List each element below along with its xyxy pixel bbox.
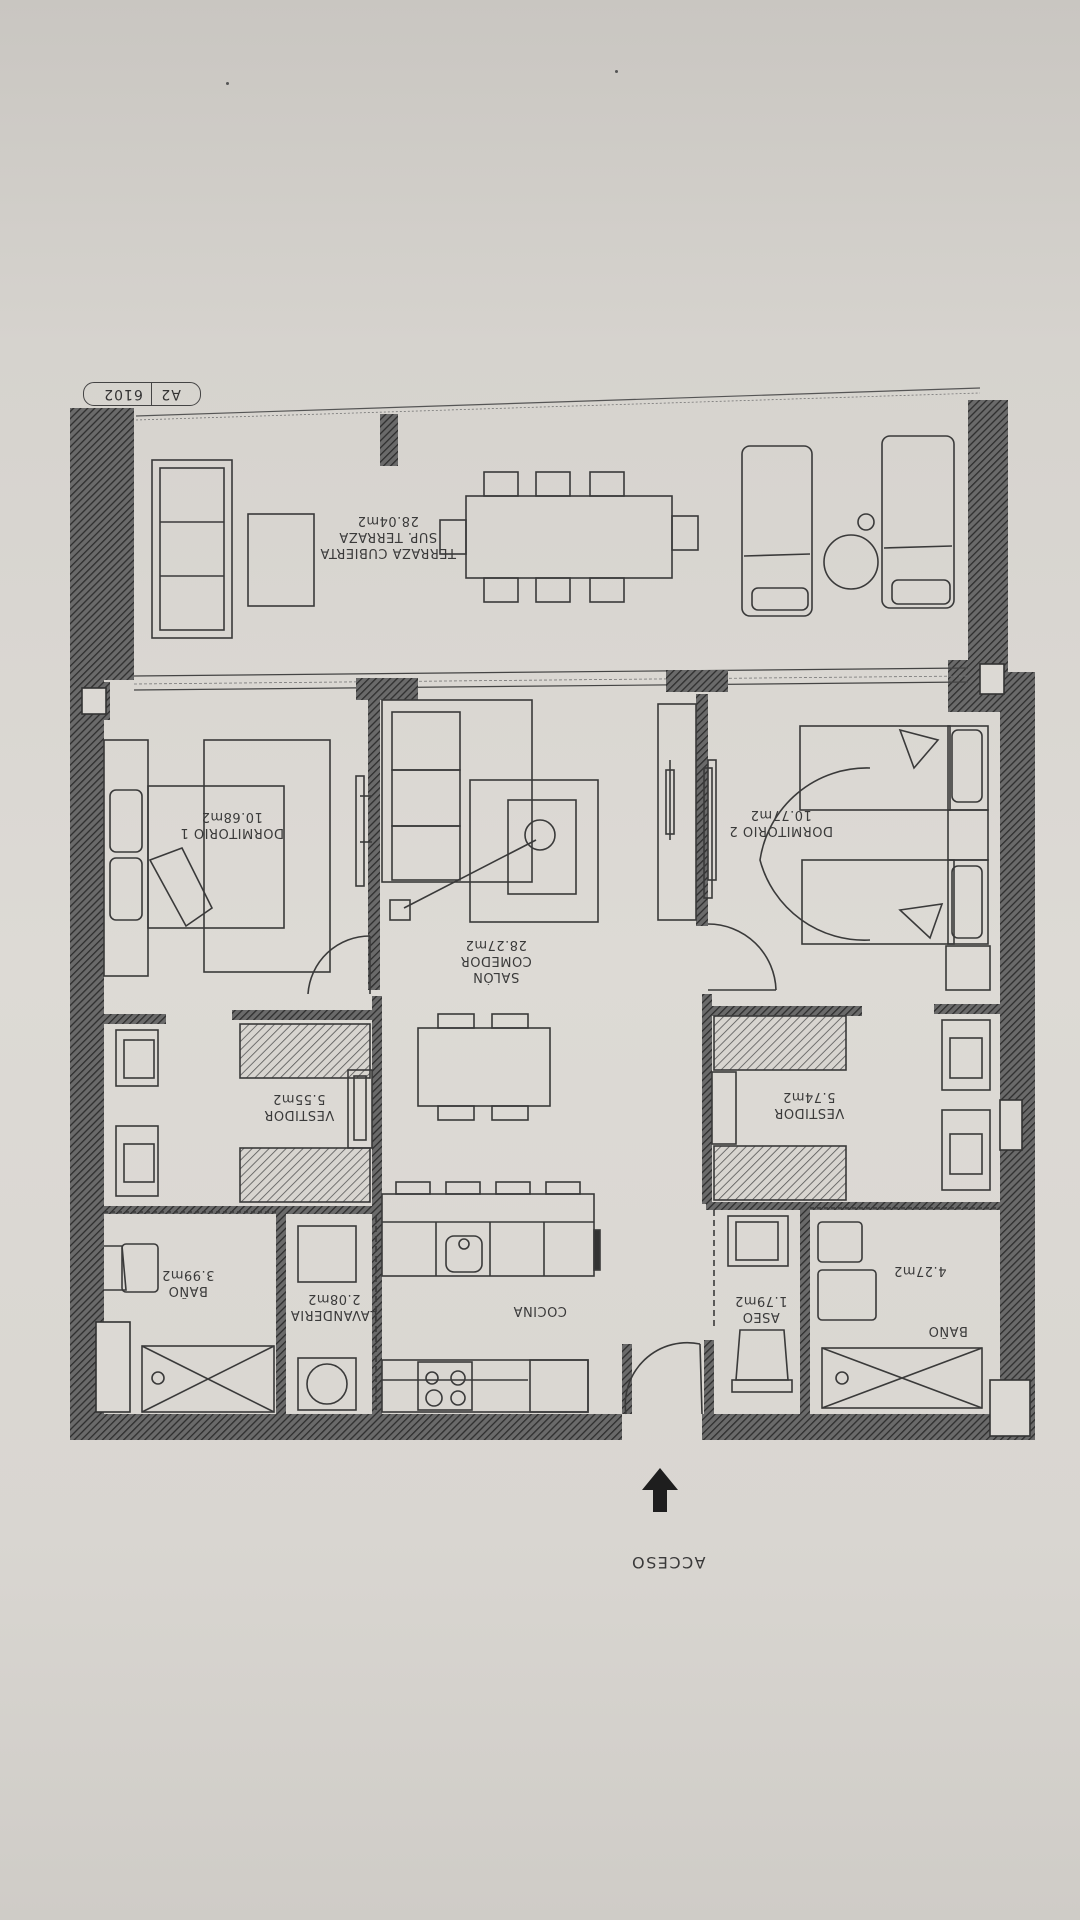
bath2-area: 4.27m2 [893, 1263, 947, 1278]
plan-unit: A2 [160, 386, 181, 402]
closet1-area: 5.55m2 [272, 1091, 326, 1106]
room-label-closet-1: VESTIDOR 5.55m2 [254, 1090, 344, 1122]
living-area: 28.27m2 [465, 937, 527, 952]
toilet-name: ASEO [742, 1309, 780, 1324]
closet1-name: VESTIDOR [263, 1107, 335, 1122]
plan-tag-divider [150, 383, 153, 405]
room-label-bedroom-1: DORMITORIO 1 10.68m2 [172, 808, 292, 840]
plan-tag: A2 6102 [83, 382, 201, 406]
room-label-living: SALÓN COMEDOR 28.27m2 [446, 936, 546, 984]
room-label-terrace: TERRAZA CUBIERTA SUP. TERRAZA 28.04m2 [318, 512, 458, 560]
bedroom2-name: DORMITORIO 2 [729, 823, 834, 838]
bedroom2-area: 10.77m2 [750, 807, 812, 822]
toilet-area: 1.79m2 [734, 1293, 788, 1308]
paper-speck [226, 82, 229, 85]
arrow-up-icon [642, 1468, 678, 1512]
bath2-name: BAÑO [928, 1323, 968, 1338]
room-label-bath-2-area: 4.27m2 [880, 1262, 960, 1278]
room-label-bath-2-name: BAÑO [918, 1322, 978, 1338]
room-label-toilet: ASEO 1.79m2 [726, 1292, 796, 1324]
bath1-area: 3.99m2 [161, 1267, 215, 1282]
bath1-name: BAÑO [168, 1283, 208, 1298]
closet2-area: 5.74m2 [782, 1089, 836, 1104]
terrace-name: TERRAZA CUBIERTA [320, 545, 456, 560]
living-name-1: SALÓN [472, 969, 520, 984]
bedroom1-name: DORMITORIO 1 [180, 825, 285, 840]
bedroom1-area: 10.68m2 [201, 809, 263, 824]
room-label-kitchen: COCINA [500, 1302, 580, 1318]
living-name-2: COMEDOR [460, 953, 532, 968]
paper-speck [615, 70, 618, 73]
room-label-closet-2: VESTIDOR 5.74m2 [764, 1088, 854, 1120]
closet2-name: VESTIDOR [773, 1105, 845, 1120]
terrace-area: 28.04m2 [357, 513, 419, 528]
room-label-bath-1: BAÑO 3.99m2 [148, 1266, 228, 1298]
kitchen-name: COCINA [513, 1303, 567, 1318]
terrace-sub: SUP. TERRAZA [338, 529, 438, 544]
room-label-bedroom-2: DORMITORIO 2 10.77m2 [716, 806, 846, 838]
room-label-laundry: LAVANDERIA 2.08m2 [286, 1290, 382, 1322]
laundry-area: 2.08m2 [307, 1291, 361, 1306]
laundry-name: LAVANDERIA [290, 1307, 378, 1322]
access-label: ACCESO [630, 1553, 706, 1572]
plan-code: 6102 [103, 386, 143, 402]
